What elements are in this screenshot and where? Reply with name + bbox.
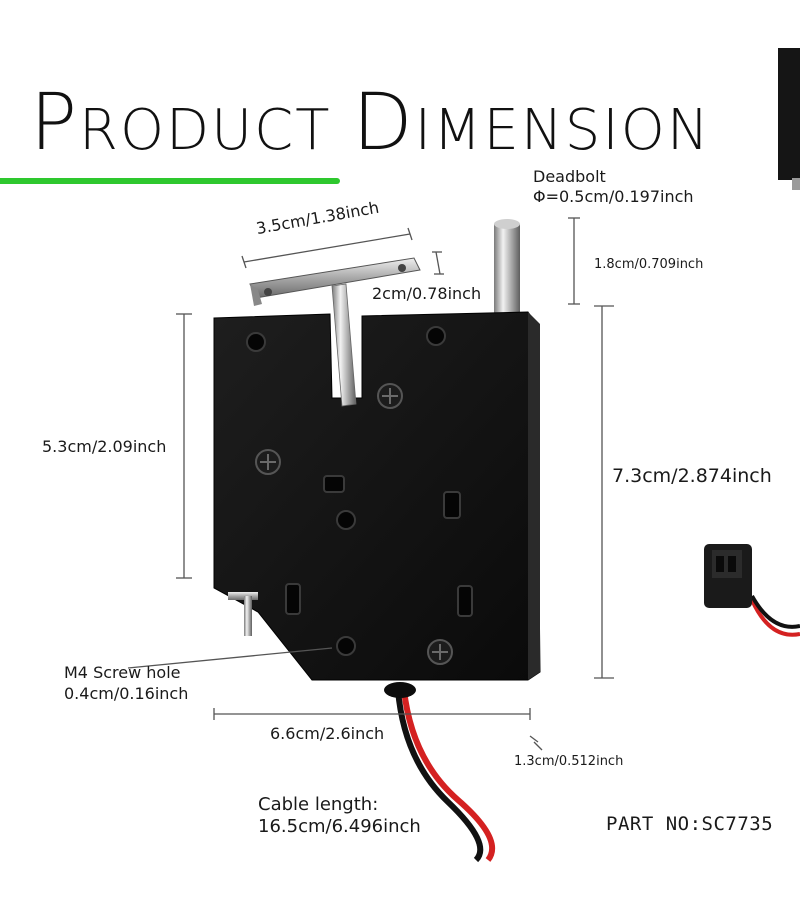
accent-bar xyxy=(0,178,340,184)
title-rest-roduct: RODUCT xyxy=(79,98,332,163)
deadbolt-pin xyxy=(494,219,520,314)
body-width-label: 6.6cm/2.6inch xyxy=(270,724,385,743)
body-height-left-label: 5.3cm/2.09inch xyxy=(42,437,167,456)
deadbolt-label: Deadbolt xyxy=(533,167,606,186)
cable-length-value: 16.5cm/6.496inch xyxy=(258,816,421,837)
body-height-right-label: 7.3cm/2.874inch xyxy=(612,465,772,487)
deadbolt-length-label: 1.8cm/0.709inch xyxy=(594,257,704,272)
title-rest-imension: IMENSION xyxy=(414,98,711,163)
connector-plug xyxy=(704,544,800,637)
thickness-label: 1.3cm/0.512inch xyxy=(514,754,624,769)
lock-body xyxy=(213,311,541,681)
title-initial-d: D xyxy=(352,78,415,168)
title-initial-p: P xyxy=(30,78,80,168)
page-title: PRODUCT DIMENSION xyxy=(30,78,711,168)
deadbolt-diameter-label: Φ=0.5cm/0.197inch xyxy=(533,187,694,206)
dimension-lines xyxy=(127,217,614,751)
second-lock-partial xyxy=(778,48,800,190)
slots xyxy=(285,475,473,617)
cable xyxy=(384,682,496,863)
part-number: PART NO:SC7735 xyxy=(606,813,774,835)
bracket-height-label: 2cm/0.78inch xyxy=(372,284,482,303)
mounting-bracket xyxy=(249,257,421,407)
screws xyxy=(255,383,453,665)
screw-hole-size-label: 0.4cm/0.16inch xyxy=(64,684,189,703)
cable-length-label: Cable length: xyxy=(258,794,379,815)
side-pin xyxy=(228,592,258,636)
screw-holes xyxy=(246,326,446,656)
screw-hole-label: M4 Screw hole xyxy=(64,663,181,682)
